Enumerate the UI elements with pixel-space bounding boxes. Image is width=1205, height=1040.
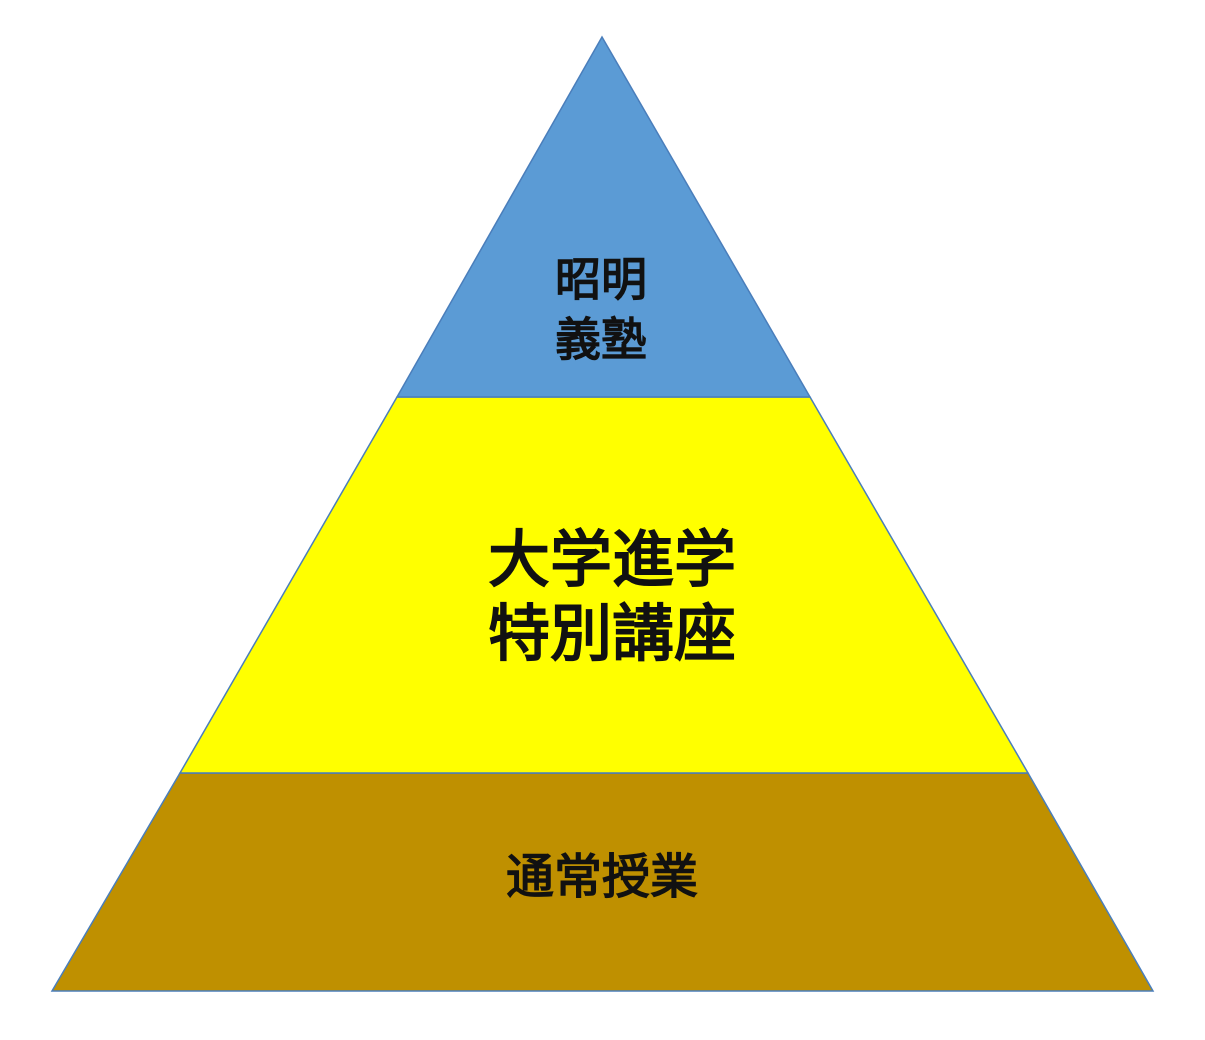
tier-middle-label-line-1: 大学進学: [488, 523, 736, 596]
tier-bottom-label-line-1: 通常授業: [506, 849, 698, 905]
tier-bottom-label: 通常授業: [506, 849, 698, 905]
tier-top-label-line-1: 昭明: [555, 253, 647, 307]
tier-middle-label: 大学進学 特別講座: [488, 523, 736, 670]
tier-top-label-line-2: 義塾: [555, 313, 647, 367]
tier-middle-label-line-2: 特別講座: [488, 597, 736, 670]
tier-top-shape: [395, 35, 812, 398]
tier-top-label: 昭明 義塾: [555, 253, 647, 367]
